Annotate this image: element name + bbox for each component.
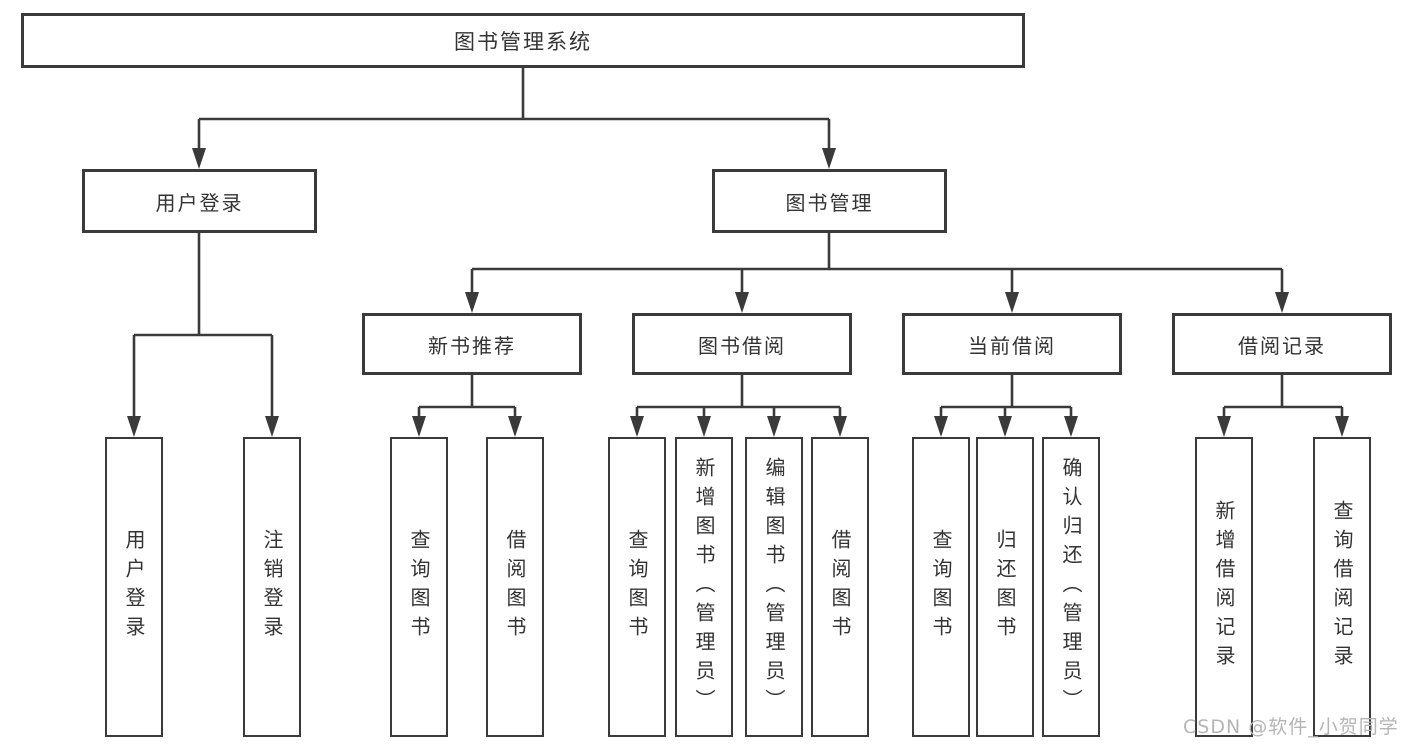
arrow-down-icon xyxy=(998,416,1012,437)
csdn-watermark: CSDN @软件_小贺同学 xyxy=(1183,716,1399,738)
node-label: 确认归还（管理员） xyxy=(1059,456,1083,718)
leaf-add-borrow-record: 新增借阅记录 xyxy=(1195,437,1253,737)
node-label: 查询图书 xyxy=(929,529,953,645)
leaf-confirm-return-admin: 确认归还（管理员） xyxy=(1042,437,1100,737)
connector-user-login-branch xyxy=(132,233,274,419)
leaf-borrow-books-recommend: 借阅图书 xyxy=(486,437,544,737)
node-book-borrowing: 图书借阅 xyxy=(632,313,852,375)
node-label: 图书管理系统 xyxy=(454,29,592,54)
leaf-query-books-current: 查询图书 xyxy=(912,437,970,737)
leaf-borrow-books: 借阅图书 xyxy=(811,437,869,737)
node-label: 查询图书 xyxy=(407,529,431,645)
leaf-add-books-admin: 新增图书（管理员） xyxy=(675,437,733,737)
leaf-user-login: 用户登录 xyxy=(105,437,163,737)
leaf-query-books-recommend: 查询图书 xyxy=(390,437,448,737)
node-label: 新增借阅记录 xyxy=(1212,500,1236,674)
node-label: 用户登录 xyxy=(122,529,146,645)
connector-new-book-branch xyxy=(417,375,517,419)
leaf-return-books: 归还图书 xyxy=(976,437,1034,737)
arrow-down-icon xyxy=(735,292,749,313)
leaf-edit-books-admin: 编辑图书（管理员） xyxy=(745,437,803,737)
connector-book-management-branch xyxy=(470,233,1284,295)
connector-borrow-record-branch xyxy=(1222,375,1344,419)
arrow-down-icon xyxy=(265,416,279,437)
arrow-down-icon xyxy=(697,416,711,437)
arrow-down-icon xyxy=(1335,416,1349,437)
node-label: 借阅图书 xyxy=(828,529,852,645)
node-borrowing-records: 借阅记录 xyxy=(1172,313,1392,375)
leaf-logout: 注销登录 xyxy=(243,437,301,737)
arrow-down-icon xyxy=(465,292,479,313)
node-label: 借阅图书 xyxy=(503,529,527,645)
node-label: 图书借阅 xyxy=(698,333,786,358)
leaf-query-books-borrow: 查询图书 xyxy=(608,437,666,737)
node-label: 图书管理 xyxy=(785,190,874,215)
arrow-down-icon xyxy=(1275,292,1289,313)
node-current-borrowing: 当前借阅 xyxy=(902,313,1122,375)
connector-root-to-level2 xyxy=(197,68,831,150)
node-label: 当前借阅 xyxy=(968,333,1056,358)
arrow-down-icon xyxy=(1005,292,1019,313)
node-label: 查询图书 xyxy=(625,529,649,645)
node-book-management: 图书管理 xyxy=(712,169,947,233)
arrow-down-icon xyxy=(1217,416,1231,437)
arrow-down-icon xyxy=(767,416,781,437)
arrow-down-icon xyxy=(833,416,847,437)
node-new-book-recommendation: 新书推荐 xyxy=(362,313,582,375)
arrow-down-icon xyxy=(127,416,141,437)
connector-current-borrow-branch xyxy=(939,375,1073,419)
arrow-down-icon xyxy=(1064,416,1078,437)
arrow-down-icon xyxy=(934,416,948,437)
arrow-down-icon xyxy=(630,416,644,437)
connector-book-borrow-branch xyxy=(635,375,842,419)
node-label: 归还图书 xyxy=(993,529,1017,645)
node-label: 新书推荐 xyxy=(428,333,516,358)
arrow-down-icon xyxy=(822,148,836,169)
node-label: 用户登录 xyxy=(155,190,244,215)
node-label: 编辑图书（管理员） xyxy=(762,456,786,718)
arrow-down-icon xyxy=(192,148,206,169)
leaf-query-borrow-record: 查询借阅记录 xyxy=(1313,437,1371,737)
arrow-down-icon xyxy=(508,416,522,437)
node-label: 注销登录 xyxy=(260,529,284,645)
node-user-login: 用户登录 xyxy=(82,169,317,233)
node-label: 查询借阅记录 xyxy=(1330,500,1354,674)
node-label: 借阅记录 xyxy=(1238,333,1326,358)
arrow-down-icon xyxy=(412,416,426,437)
node-library-management-system: 图书管理系统 xyxy=(21,13,1025,68)
node-label: 新增图书（管理员） xyxy=(692,456,716,718)
